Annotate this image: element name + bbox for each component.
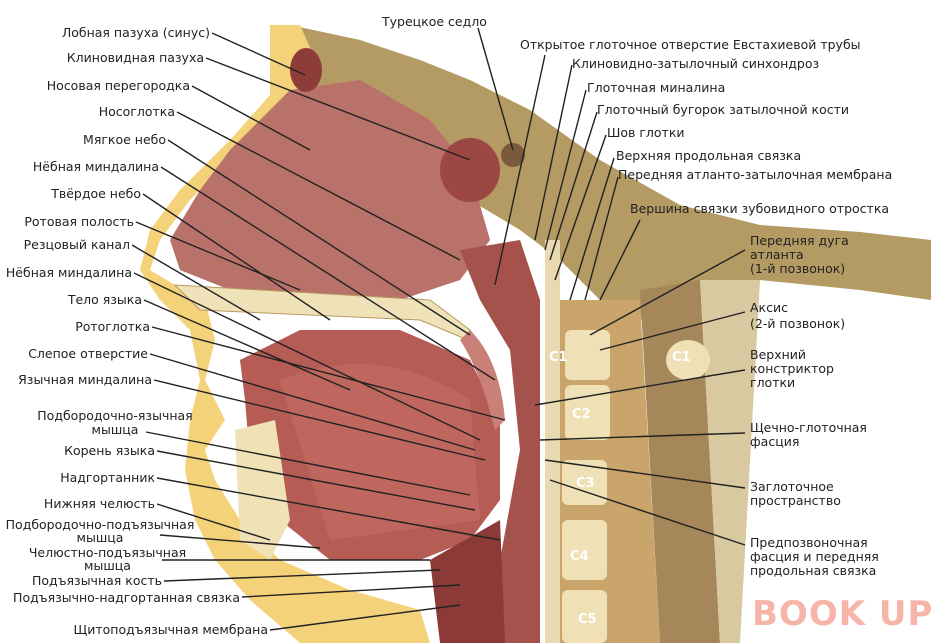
sphenoid-sinus xyxy=(440,138,500,202)
label-pharyngeal-tubercle: Глоточный бугорок затылочной кости xyxy=(597,102,850,117)
label-superior-longitudinal-ligament: Верхняя продольная связка xyxy=(616,148,802,163)
label-thyrohyoid-membrane: Щитоподъязычная мембрана xyxy=(73,622,268,637)
label-sella-turcica: Турецкое седло xyxy=(382,14,487,29)
label-pharyngeal-raphe: Шов глотки xyxy=(607,125,685,140)
label-oral-cavity: Ротовая полость xyxy=(24,214,134,229)
larynx xyxy=(430,520,505,643)
leader-lines-left xyxy=(131,32,506,631)
mandible xyxy=(235,420,290,560)
vertebra-c1 xyxy=(565,330,610,380)
skull-bone xyxy=(280,25,931,320)
label-hard-palate: Твёрдое небо xyxy=(51,186,141,201)
vertebra-c1-posterior xyxy=(666,340,710,380)
vertebra-c5 xyxy=(562,590,607,643)
leader-lines-right xyxy=(477,27,746,546)
label-sphenoid-sinus: Клиновидная пазуха xyxy=(66,50,204,65)
label-hyoepiglottic-ligament: Подъязычно-надгортанная связка xyxy=(13,590,240,605)
vertebra-label-c4: C4 xyxy=(570,549,589,564)
vertebra-label-c1: C1 xyxy=(549,350,568,365)
vertebra-label-c2: C2 xyxy=(572,407,591,422)
label-palatine-tonsil-2: Нёбная миндалина xyxy=(5,265,132,280)
label-mandible: Нижняя челюсть xyxy=(43,496,155,511)
label-oropharynx: Ротоглотка xyxy=(75,319,150,334)
vertebra-label-c3: C3 xyxy=(576,476,595,491)
prevertebral-fascia xyxy=(545,240,560,643)
label-spheno-occipital: Клиновидно-затылочный синхондроз xyxy=(572,56,820,71)
tongue-muscle xyxy=(280,364,480,540)
label-nasal-septum: Носовая перегородка xyxy=(46,78,190,93)
label-incisive-canal: Резцовый канал xyxy=(23,237,130,252)
label-apical-ligament: Вершина связки зубовидного отростка xyxy=(630,201,890,216)
vertebra-c4 xyxy=(562,520,607,580)
label-axis: Аксис(2-й позвонок) xyxy=(750,300,846,331)
vertebra-label-c5: C5 xyxy=(578,612,597,627)
label-frontal-sinus: Лобная пазуха (синус) xyxy=(61,25,210,40)
label-pharyngeal-tonsil: Глоточная миналина xyxy=(587,80,726,95)
label-lingual-tonsil: Язычная миндалина xyxy=(18,372,152,387)
label-foramen-cecum: Слепое отверстие xyxy=(28,346,148,361)
label-soft-palate: Мягкое небо xyxy=(83,132,166,147)
label-tongue-root: Корень языка xyxy=(64,443,155,458)
label-hyoid-bone: Подъязычная кость xyxy=(32,573,162,588)
label-tongue-body: Тело языка xyxy=(67,292,142,307)
nasal-cavity xyxy=(170,80,490,300)
watermark: BOOK UP xyxy=(752,594,931,634)
label-atlanto-occipital-membrane: Передняя атланто-затылочная мембрана xyxy=(618,167,893,182)
label-nasopharynx: Носоглотка xyxy=(98,104,175,119)
posterior-neck xyxy=(700,280,760,643)
label-epiglottis: Надгортанник xyxy=(60,470,155,485)
vertebra-c3 xyxy=(562,460,607,505)
frontal-sinus xyxy=(290,48,322,92)
label-palatine-tonsil: Нёбная миндалина xyxy=(32,159,159,174)
soft-palate xyxy=(460,330,505,430)
label-eustachian-tube: Открытое глоточное отверстие Евстахиевой… xyxy=(520,37,861,52)
vertebra-label-c1-posterior: C1 xyxy=(672,350,691,365)
sella-turcica xyxy=(501,143,525,167)
pharynx xyxy=(460,240,540,643)
